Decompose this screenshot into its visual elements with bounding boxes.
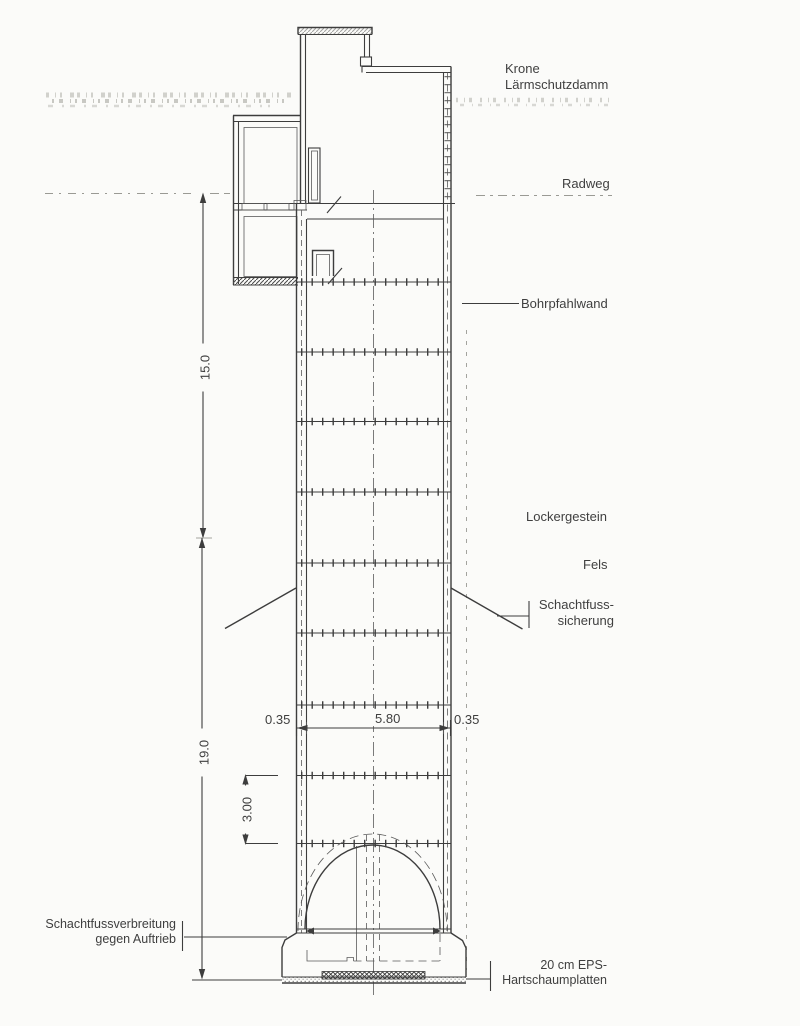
- label-krone-line2: Lärmschutzdamm: [505, 77, 609, 92]
- label-schachtfusssicherung: Schachtfuss- sicherung: [539, 597, 614, 629]
- dim-label-wall-right: 0.35: [452, 712, 482, 727]
- label-schachtfussverbreitung: Schachtfussverbreitung gegen Auftrieb: [45, 917, 176, 947]
- tunnel-tube: [297, 833, 448, 932]
- leader-foot-label: [181, 921, 287, 951]
- label-schachtfussverbreitung-line2: gegen Auftrieb: [95, 932, 176, 946]
- shaft-walls: [295, 66, 467, 970]
- schachtfuss-braces: [224, 587, 530, 630]
- label-schachtfusssicherung-line2: sicherung: [557, 613, 614, 628]
- upper-structure: [232, 26, 455, 286]
- dim-label-lower-depth: 19.0: [196, 728, 212, 776]
- label-bohrpfahlwand: Bohrpfahlwand: [521, 296, 608, 311]
- leader-eps: [466, 961, 492, 991]
- dim-label-upper-depth: 15.0: [197, 343, 213, 391]
- label-lockergestein: Lockergestein: [526, 509, 607, 524]
- dim-label-anchor-spacing: 3.00: [239, 785, 255, 833]
- dim-label-wall-left: 0.35: [263, 712, 293, 727]
- label-eps-line2: Hartschaumplatten: [502, 973, 607, 987]
- shaft-foot: [281, 932, 467, 984]
- center-axis: [356, 190, 380, 995]
- label-eps-line1: 20 cm EPS-: [540, 958, 607, 972]
- dim-label-clear-width: 5.80: [373, 711, 403, 726]
- label-krone-line1: Krone: [505, 61, 540, 76]
- dimension-width: [295, 720, 452, 736]
- label-schachtfusssicherung-line1: Schachtfuss-: [538, 597, 614, 612]
- label-fels: Fels: [583, 557, 608, 572]
- label-schachtfussverbreitung-line1: Schachtfussverbreitung: [45, 917, 176, 931]
- label-eps-hartschaumplatten: 20 cm EPS- Hartschaumplatten: [502, 958, 607, 988]
- base-strut: [296, 927, 451, 935]
- label-krone-laermschutzdamm: Krone Lärmschutzdamm: [505, 61, 608, 93]
- dam-crest-texture: [46, 92, 612, 108]
- radweg-ground-line: [45, 193, 612, 196]
- label-radweg: Radweg: [562, 176, 610, 191]
